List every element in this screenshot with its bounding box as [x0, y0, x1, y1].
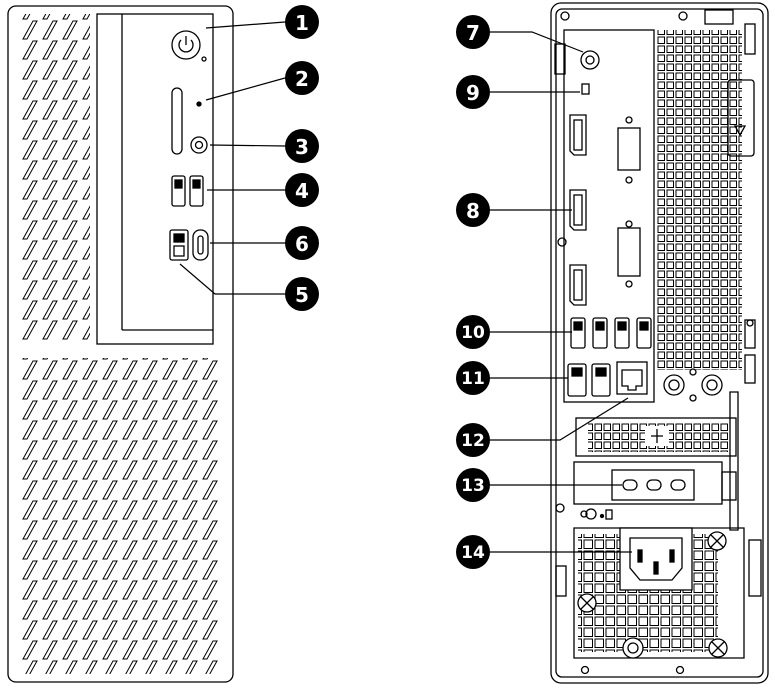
callout-badge: [285, 129, 319, 163]
rear-audio-jack[interactable]: [580, 50, 600, 70]
callout-badge: [285, 173, 319, 207]
rj45-network-port[interactable]: [616, 361, 648, 395]
callout-badge: [285, 5, 319, 39]
callout-badge: [456, 75, 490, 109]
expansion-card: [573, 461, 737, 505]
front-vent-bottom: [22, 358, 218, 674]
callout-badge: [456, 315, 490, 349]
displayport-ports[interactable]: [569, 114, 587, 306]
front-view: [7, 5, 234, 683]
front-usb-a-ports-pair[interactable]: [171, 175, 204, 207]
callout-number: 5: [295, 283, 309, 307]
callout-number: 1: [295, 11, 309, 35]
rear-chassis: [550, 2, 769, 684]
callout-number: 6: [295, 232, 309, 256]
rear-vent-grid: [656, 30, 742, 370]
rear-leader-lines: [490, 31, 632, 553]
rear-usb-a-ports-bottom-row[interactable]: [567, 363, 611, 397]
callout-7: 7: [456, 15, 490, 49]
power-button[interactable]: [171, 30, 207, 62]
psu-screws: [577, 531, 728, 659]
callout-number: 9: [466, 81, 480, 105]
callout-number: 14: [461, 543, 485, 563]
callout-12: 12: [456, 423, 490, 457]
card-reader-slot[interactable]: [171, 87, 183, 155]
callout-badge: [456, 468, 490, 502]
callout-badge: [456, 15, 490, 49]
rear-view: [550, 2, 769, 684]
front-usb-a-port[interactable]: [169, 229, 189, 261]
callout-badge: [456, 193, 490, 227]
callout-number: 3: [295, 135, 309, 159]
front-vent-top: [22, 14, 90, 340]
callout-number: 4: [295, 179, 309, 203]
callout-14: 14: [456, 535, 490, 569]
front-audio-jack[interactable]: [190, 136, 208, 154]
front-chassis: [7, 5, 234, 683]
callout-number: 7: [466, 21, 480, 45]
callout-13: 13: [456, 468, 490, 502]
power-connector[interactable]: [619, 527, 693, 591]
front-leader-lines: [179, 21, 286, 295]
callout-badge: [456, 535, 490, 569]
callout-6: 6: [285, 226, 319, 260]
callout-5: 5: [285, 277, 319, 311]
dp-knockout-covers: [617, 116, 641, 288]
io-shield: [563, 29, 655, 403]
expansion-card-ports[interactable]: [622, 479, 686, 491]
callout-badge: [285, 226, 319, 260]
callout-number: 12: [461, 431, 485, 451]
rear-usb-a-ports-top-row[interactable]: [570, 317, 652, 349]
callout-number: 8: [466, 199, 480, 223]
small-switches: [580, 508, 613, 520]
callout-3: 3: [285, 129, 319, 163]
diagnostic-light: [581, 83, 590, 95]
front-usb-c-port[interactable]: [192, 229, 209, 261]
callout-number: 11: [461, 369, 485, 389]
callout-10: 10: [456, 315, 490, 349]
drive-activity-light: [196, 101, 202, 107]
callout-number: 10: [461, 323, 485, 343]
antenna-connectors: [663, 368, 723, 402]
callout-number: 2: [295, 67, 309, 91]
callout-4: 4: [285, 173, 319, 207]
callout-badge: [285, 277, 319, 311]
callout-8: 8: [456, 193, 490, 227]
callout-badge: [456, 423, 490, 457]
callout-2: 2: [285, 61, 319, 95]
callout-11: 11: [456, 361, 490, 395]
front-io-panel: [96, 13, 214, 345]
callout-badge: [456, 361, 490, 395]
callout-number: 13: [461, 476, 485, 496]
callout-badge: [285, 61, 319, 95]
callout-1: 1: [285, 5, 319, 39]
callout-9: 9: [456, 75, 490, 109]
